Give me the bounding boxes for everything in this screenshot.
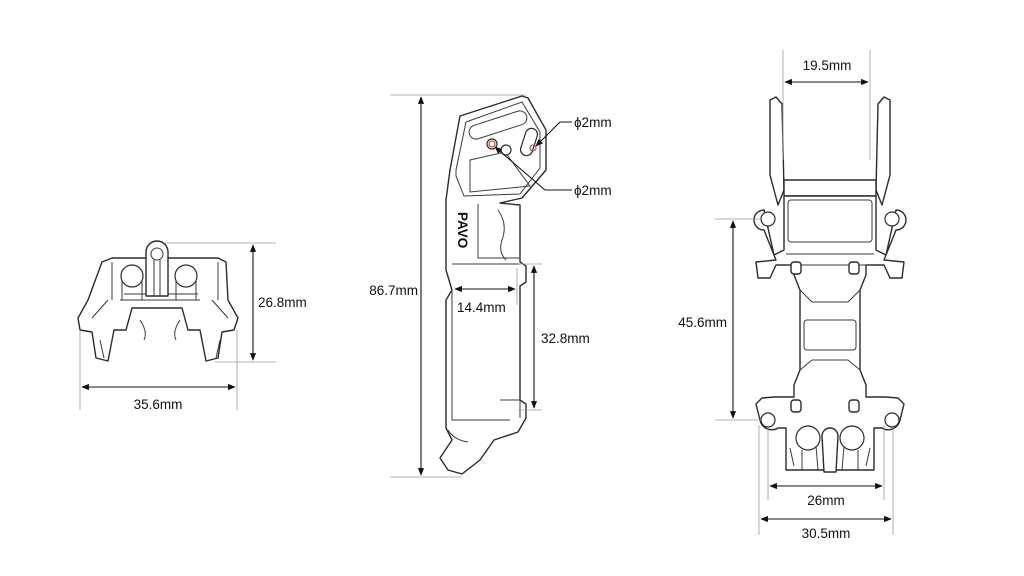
top-view: 19.5mm 45.6mm 26mm 30.5mm bbox=[678, 50, 907, 541]
side-view: PAVO 86.7mm ϕ2mm ϕ2mm 14.4mm 32.8mm bbox=[369, 94, 612, 478]
front-view-part bbox=[77, 240, 239, 362]
hole-bottom-leader bbox=[494, 146, 572, 191]
side-depth-label: 14.4mm bbox=[457, 300, 506, 315]
hole-top-leader bbox=[535, 121, 572, 147]
side-engraving: PAVO bbox=[455, 212, 470, 248]
top-hole-width-label: 26mm bbox=[807, 493, 845, 508]
top-view-part bbox=[753, 96, 907, 473]
hole-top-label: ϕ2mm bbox=[574, 115, 612, 130]
top-inner-width-label: 19.5mm bbox=[803, 58, 852, 73]
hole-bottom-label: ϕ2mm bbox=[574, 183, 612, 198]
top-hole-spacing-label: 45.6mm bbox=[678, 315, 727, 330]
front-view: 26.8mm 35.6mm bbox=[77, 240, 307, 412]
side-mount-label: 32.8mm bbox=[541, 331, 590, 346]
front-height-label: 26.8mm bbox=[258, 295, 307, 310]
top-outer-width-label: 30.5mm bbox=[802, 526, 851, 541]
front-width-label: 35.6mm bbox=[134, 397, 183, 412]
side-view-part: PAVO bbox=[439, 95, 547, 475]
side-height-label: 86.7mm bbox=[369, 283, 418, 298]
